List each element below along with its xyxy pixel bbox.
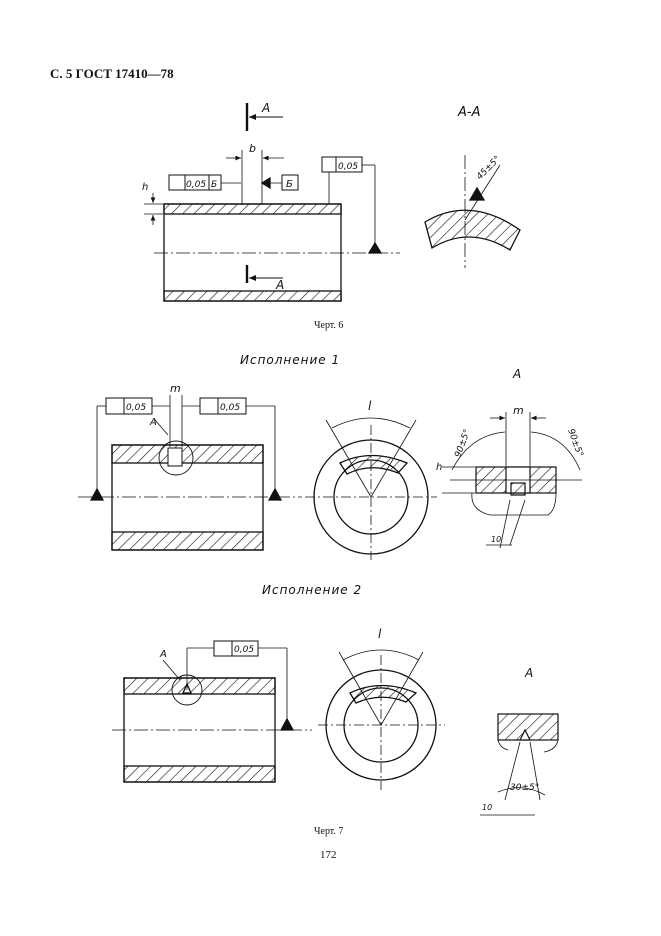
- fig7-v2-dim-l: l: [378, 627, 382, 641]
- fig6-dim-h: h: [142, 182, 148, 193]
- fig7-v2-tol: 0,05: [234, 645, 254, 655]
- fig6-datum-b: Б: [286, 179, 293, 190]
- fig7-variant2-detail-a: [480, 713, 559, 816]
- fig7-variant1-title: Исполнение 1: [240, 353, 341, 367]
- fig7-v2-rough: 10: [482, 803, 492, 812]
- fig7-v1-angle-left: 90±5°: [453, 428, 472, 459]
- fig6-section-aa: [424, 155, 521, 268]
- fig7-variant1-end-view: [305, 417, 437, 560]
- fig6-tol-left: 0,05: [186, 180, 206, 190]
- fig7-v1-detail-mark: А: [512, 367, 521, 381]
- fig7-variant1-main: [78, 395, 302, 551]
- fig7-caption: Черт. 7: [314, 826, 344, 837]
- fig6-mark-a-bottom: А: [275, 278, 284, 292]
- fig7-variant2-end-view: [318, 649, 445, 790]
- fig7-v1-tol-left: 0,05: [126, 403, 146, 413]
- fig7-v2-detail-mark: А: [524, 666, 533, 680]
- fig7-v1-dim-m: m: [170, 382, 181, 395]
- fig7-v1-mark-a: А: [149, 417, 157, 428]
- fig7-v2-angle: 30±5°: [510, 783, 539, 793]
- fig7-variant2-main: [112, 640, 312, 783]
- page-header: С. 5 ГОСТ 17410—78: [50, 66, 174, 81]
- fig6-tol-angle: 45±5°: [475, 154, 503, 182]
- fig7-v1-detail-dim-h: h: [436, 462, 442, 473]
- page-number: 172: [320, 849, 337, 861]
- fig7-v1-dim-l: l: [368, 399, 372, 413]
- fig7-v1-rough: 10: [491, 535, 501, 544]
- fig6-caption: Черт. 6: [314, 320, 344, 331]
- fig7-v1-tol-right: 0,05: [220, 403, 240, 413]
- fig6-section-title: А-А: [457, 105, 480, 120]
- fig6-main-view: [144, 103, 400, 302]
- fig7-v1-angle-right: 90±5°: [565, 428, 584, 459]
- fig7-variant1-detail-a: [442, 412, 582, 549]
- fig6-datum-in-frame: Б: [211, 180, 217, 190]
- fig6-mark-a-top: А: [261, 101, 270, 115]
- fig7-v2-mark-a: А: [159, 649, 167, 660]
- fig6-dim-b: b: [249, 142, 256, 155]
- fig7-variant2-title: Исполнение 2: [262, 583, 363, 597]
- fig6-tol-right: 0,05: [338, 162, 358, 172]
- fig7-v1-detail-dim-m: m: [513, 404, 524, 417]
